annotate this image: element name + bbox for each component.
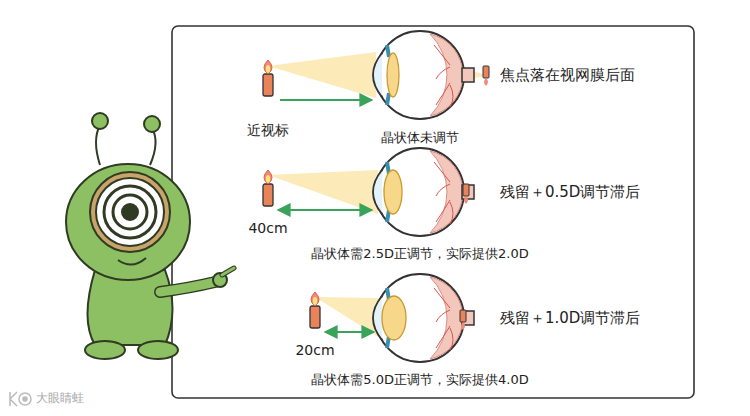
watermark-logo	[10, 392, 31, 406]
target-label: 近视标	[247, 122, 289, 139]
row-20cm	[310, 274, 474, 362]
alien-mascot	[66, 113, 234, 359]
watermark: 大眼睛蛙	[36, 391, 84, 405]
panel-frame	[172, 26, 694, 398]
row-40cm	[263, 148, 474, 236]
focus-note: 焦点落在视网膜后面	[500, 66, 635, 84]
lens-state: 晶状体需2.5D正调节，实际提供2.0D	[311, 246, 528, 262]
lag-note: 残留＋0.5D调节滞后	[500, 183, 640, 201]
distance-label: 40cm	[248, 220, 287, 237]
distance-label: 20cm	[295, 342, 334, 359]
lens-state: 晶状体需5.0D正调节，实际提供4.0D	[311, 372, 528, 388]
row-relaxed	[263, 31, 489, 119]
lag-note: 残留＋1.0D调节滞后	[500, 309, 640, 327]
lens-state: 晶状体未调节	[381, 130, 459, 146]
